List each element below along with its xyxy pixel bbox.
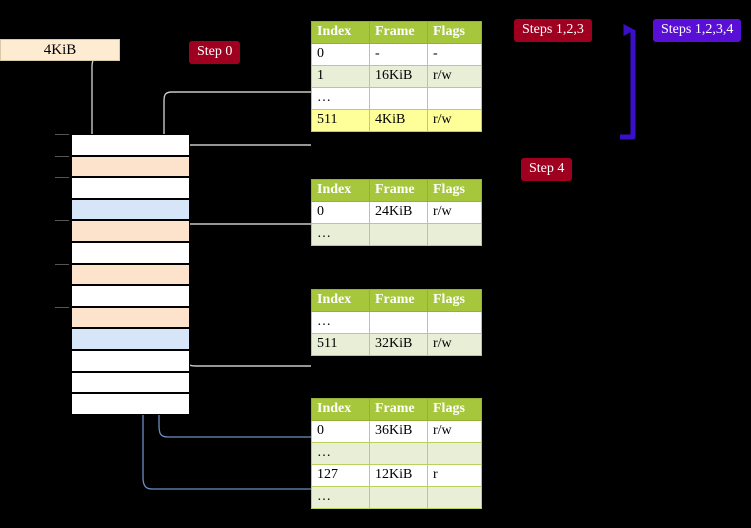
memory-frame-row	[71, 134, 190, 156]
cell-frame: -	[369, 43, 428, 66]
memory-frame-row	[71, 263, 190, 286]
cell-index: 0	[311, 201, 370, 224]
cell-index: 0	[311, 43, 370, 66]
memory-tick-mark	[55, 155, 69, 157]
column-header-flags: Flags	[427, 21, 482, 44]
column-header-index: Index	[311, 21, 370, 44]
cell-frame	[369, 486, 428, 509]
cell-flags: r/w	[427, 333, 482, 356]
column-header-frame: Frame	[369, 289, 428, 312]
cell-flags	[427, 442, 482, 465]
memory-frame-row	[71, 285, 190, 307]
memory-tick-mark	[55, 306, 69, 308]
cell-index: 511	[311, 333, 370, 356]
memory-frame-row	[71, 242, 190, 264]
cell-frame: 32KiB	[369, 333, 428, 356]
cell-index: 1	[311, 65, 370, 88]
cell-index: …	[311, 87, 370, 110]
table-row: …	[311, 87, 482, 110]
cell-flags: r	[427, 464, 482, 487]
cell-index: 0	[311, 420, 370, 443]
table-row: …	[311, 311, 482, 334]
memory-tick-mark	[55, 134, 69, 135]
cell-frame	[369, 87, 428, 110]
column-header-frame: Frame	[369, 398, 428, 421]
table-row: …	[311, 486, 482, 509]
cell-flags	[427, 486, 482, 509]
cell-flags: r/w	[427, 109, 482, 132]
memory-tick-mark	[55, 177, 69, 179]
cell-index: …	[311, 223, 370, 246]
wire-pd-to-memory	[177, 308, 311, 367]
wire-memory-to-pml4-frame	[167, 144, 311, 157]
column-header-index: Index	[311, 289, 370, 312]
memory-frame-row	[71, 306, 190, 329]
memory-frame-row	[71, 198, 190, 221]
memory-frame-row	[71, 371, 190, 394]
column-header-frame: Frame	[369, 179, 428, 202]
cell-frame: 16KiB	[369, 65, 428, 88]
cell-frame	[369, 223, 428, 246]
cell-frame	[369, 311, 428, 334]
cell-flags: -	[427, 43, 482, 66]
physical-memory-column	[55, 134, 190, 415]
column-header-frame: Frame	[369, 21, 428, 44]
badge-steps-123: Steps 1,2,3	[514, 19, 592, 42]
cell-index: …	[311, 442, 370, 465]
wire-pdp-to-memory	[180, 223, 311, 274]
table-row: …	[311, 223, 482, 246]
column-header-flags: Flags	[427, 398, 482, 421]
cell-frame: 12KiB	[369, 464, 428, 487]
memory-frame-row	[71, 155, 190, 178]
column-header-index: Index	[311, 179, 370, 202]
memory-tick-mark	[55, 263, 69, 265]
column-header-flags: Flags	[427, 289, 482, 312]
cell-index: …	[311, 311, 370, 334]
badge-step-0: Step 0	[189, 41, 241, 64]
cell-index: …	[311, 486, 370, 509]
table-row: 0--	[311, 43, 482, 66]
cell-flags	[427, 223, 482, 246]
memory-frame-row	[71, 177, 190, 199]
table-row: …	[311, 442, 482, 465]
cell-flags: r/w	[427, 420, 482, 443]
column-header-flags: Flags	[427, 179, 482, 202]
memory-size-label: 4KiB	[0, 39, 120, 61]
cell-flags	[427, 311, 482, 334]
cell-frame: 24KiB	[369, 201, 428, 224]
cell-index: 127	[311, 464, 370, 487]
cell-flags: r/w	[427, 65, 482, 88]
cell-flags	[427, 87, 482, 110]
badge-step-4: Step 4	[521, 158, 573, 181]
steps-bracket-arrow	[620, 24, 636, 140]
cell-frame: 36KiB	[369, 420, 428, 443]
cell-frame: 4KiB	[369, 109, 428, 132]
memory-frame-row	[71, 393, 190, 415]
memory-frame-row	[71, 328, 190, 350]
memory-tick-mark	[55, 220, 69, 222]
cell-frame	[369, 442, 428, 465]
memory-frame-row	[71, 220, 190, 242]
cell-index: 511	[311, 109, 370, 132]
cell-flags: r/w	[427, 201, 482, 224]
memory-frame-row	[71, 350, 190, 372]
column-header-index: Index	[311, 398, 370, 421]
badge-steps-1234: Steps 1,2,3,4	[653, 19, 742, 42]
